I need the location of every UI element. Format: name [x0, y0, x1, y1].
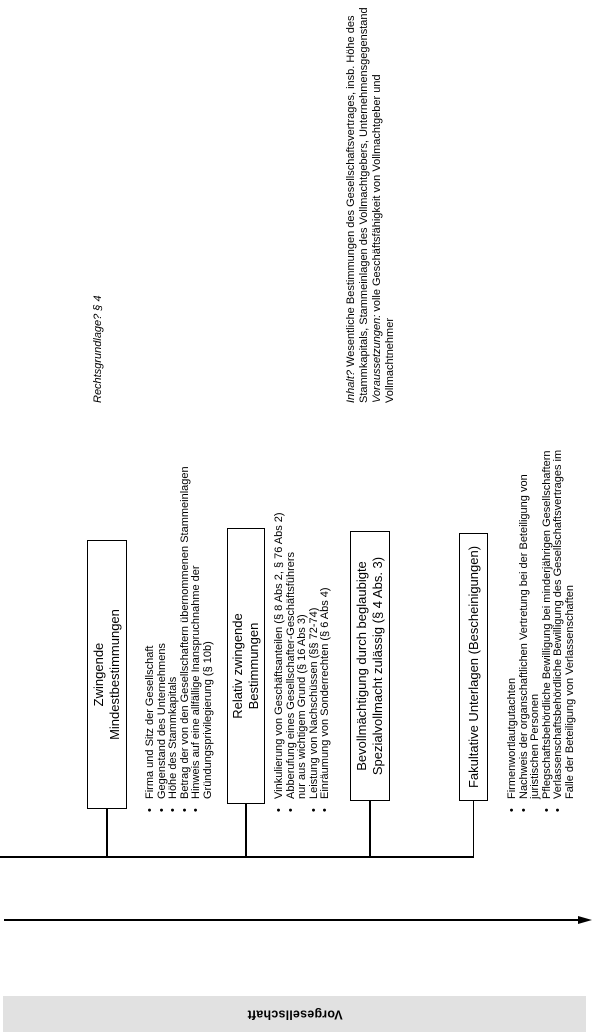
bullet-item: • Einräumung von Sonderrechten (§ 6 Abs 4… — [319, 512, 332, 812]
connector-trunk — [0, 856, 474, 858]
note-text: volle Geschäftsfähigkeit von Vollmachtge… — [371, 74, 383, 315]
bullet-item: • Firmenwortlautgutachten — [506, 450, 519, 812]
connector-stem-2 — [245, 803, 247, 858]
bullet-item: • Vinkulierung von Geschäftsanteilen (§ 8… — [273, 512, 286, 812]
note-line: Stammkapitals, Stammeinlagen des Vollmac… — [358, 7, 370, 403]
bullet-icon: • — [167, 808, 179, 812]
note-inhalt: Inhalt? Wesentliche Bestimmungen des Ges… — [345, 7, 397, 403]
note-line: Inhalt? Wesentliche Bestimmungen des Ges… — [345, 7, 358, 403]
bullet-list-fakultative: • Firmenwortlautgutachten•Nachweis der or… — [506, 449, 576, 812]
bullet-item: • Firma und Sitz der Gesellschaft — [144, 466, 157, 812]
bullet-icon: • — [144, 808, 156, 812]
note-lead: Voraussetzungen: — [371, 314, 383, 403]
box-title-line: Relativ zwingende — [230, 613, 245, 719]
bullet-icon: • — [190, 808, 202, 812]
bullet-line: Einräumung von Sonderrechten (§ 6 Abs 4) — [319, 587, 331, 799]
bullet-icon: • — [273, 808, 285, 812]
bullet-line: nur aus wichtigem Grund (§ 16 Abs 3) — [296, 614, 308, 799]
box-title-line: Bevollmächtigung durch beglaubigte — [354, 561, 369, 771]
bullet-item: • Höhe des Stammkapitals — [167, 466, 180, 812]
box-title-line: Fakultative Unterlagen (Bescheinigungen) — [465, 545, 481, 789]
bullet-line: Hinweis auf eine allfällige Inanspruchna… — [190, 565, 202, 799]
bullet-item: •Abberufung eines Gesellschafter-Geschäf… — [284, 512, 309, 812]
note-line: Voraussetzungen: volle Geschäftsfähigkei… — [371, 7, 384, 403]
box-bevollmaechtigung-spezialvollmacht: Bevollmächtigung durch beglaubigte Spezi… — [350, 531, 390, 801]
phase-bar: Vorgesellschaft — [3, 996, 586, 1032]
timeline-line — [4, 919, 579, 921]
bullet-line: Falle der Beteiligung von Verlassenschaf… — [563, 584, 576, 799]
box-fakultative-unterlagen: Fakultative Unterlagen (Bescheinigungen) — [459, 533, 488, 801]
note-lead: Inhalt? — [345, 369, 357, 403]
bullet-icon: • — [284, 808, 297, 812]
bullet-line: Firma und Sitz der Gesellschaft — [144, 645, 156, 799]
note-text: Wesentliche Bestimmungen des Gesellschaf… — [345, 15, 357, 370]
bullet-line: juristischen Personen — [529, 693, 541, 799]
bullet-line: Gründungsprivilegierung (§ 10b) — [201, 641, 214, 799]
bullet-icon: • — [506, 808, 518, 812]
bullet-icon: • — [552, 808, 564, 812]
bullet-item: • Verlassenschaftsbehördliche Bewilligung… — [552, 449, 576, 812]
connector-stem-1 — [106, 808, 108, 858]
note-text: Rechtsgrundlage? § 4 — [92, 295, 104, 403]
box-title-line: Bestimmungen — [246, 622, 261, 710]
bullet-icon: • — [319, 808, 331, 812]
arrow-head-icon — [578, 916, 592, 925]
note-rechtsgrundlage: Rechtsgrundlage? § 4 — [92, 295, 104, 403]
connector-stem-3 — [369, 800, 371, 858]
phase-bar-label: Vorgesellschaft — [246, 1006, 343, 1021]
note-line: Vollmachtnehmer — [384, 318, 396, 403]
bullet-item: • Hinweis auf eine allfällige Inanspruchn… — [190, 466, 214, 812]
bullet-line: Verlassenschaftsbehördliche Bewilligung … — [552, 449, 564, 799]
bullet-list-zwingende: •Firma und Sitz der Gesellschaft•Gegenst… — [144, 466, 214, 812]
box-title-line: Mindestbestimmungen — [107, 609, 122, 740]
box-title-line: Zwingende — [91, 642, 106, 707]
connector-stem-4 — [472, 800, 474, 858]
box-zwingende-mindestbestimmungen: Zwingende Mindestbestimmungen — [87, 540, 127, 809]
bullet-line: Höhe des Stammkapitals — [167, 676, 179, 799]
box-title-line: Spezialvollmacht zulässig (§ 4 Abs. 3) — [370, 556, 385, 776]
bullet-line: Firmenwortlautgutachten — [506, 677, 518, 799]
bullet-icon: • — [517, 808, 530, 812]
bullet-item: •Nachweis der organschaftlichen Vertretu… — [517, 450, 542, 812]
bullet-line: Vinkulierung von Geschäftsanteilen (§ 8 … — [273, 512, 285, 799]
bullet-list-relativ-zwingende: • Vinkulierung von Geschäftsanteilen (§ 8… — [273, 512, 332, 812]
box-relativ-zwingende-bestimmungen: Relativ zwingende Bestimmungen — [227, 528, 265, 804]
